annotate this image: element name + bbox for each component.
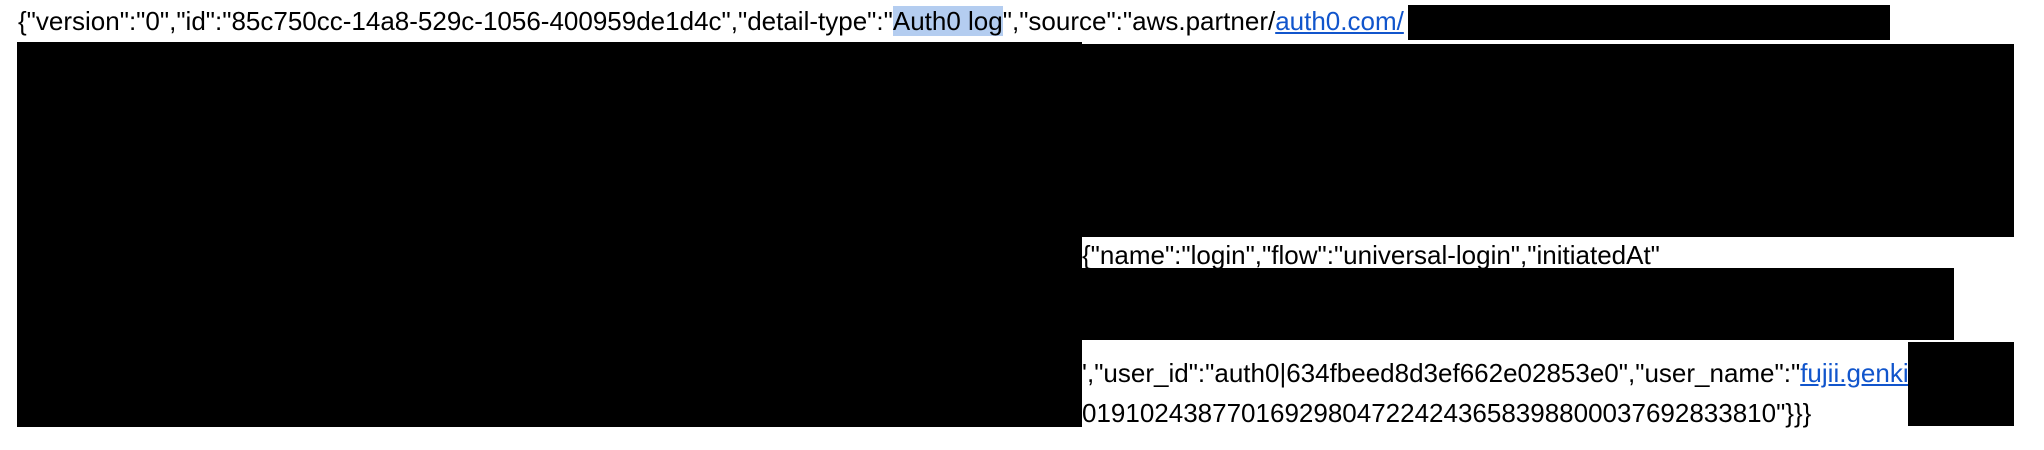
- line2-text: {"name":"login","flow":"universal-login"…: [1082, 240, 1660, 270]
- json-line-2: {"name":"login","flow":"universal-login"…: [1082, 240, 1660, 270]
- json-line-3: ',"user_id":"auth0|634fbeed8d3ef662e0285…: [1082, 358, 1909, 388]
- line3-text: ',"user_id":"auth0|634fbeed8d3ef662e0285…: [1082, 358, 1801, 388]
- redaction-block-large-right: [1082, 44, 2014, 237]
- json-line-1: {"version":"0","id":"85c750cc-14a8-529c-…: [18, 6, 1404, 36]
- line1-middle: ","source":"aws.partner/: [1002, 6, 1276, 36]
- json-line-4: 0191024387701692980472242436583988000376…: [1082, 398, 1811, 428]
- redaction-block-large-left: [17, 42, 1082, 427]
- source-link[interactable]: auth0.com/: [1275, 6, 1404, 36]
- selected-text-detail-type: Auth0 log: [892, 6, 1003, 36]
- line1-prefix: {"version":"0","id":"85c750cc-14a8-529c-…: [18, 6, 893, 36]
- redaction-block-top-right: [1408, 5, 1890, 40]
- line4-text: 0191024387701692980472242436583988000376…: [1082, 398, 1812, 428]
- redaction-block-middle-right: [1082, 268, 1954, 340]
- redaction-block-bottom-right: [1908, 342, 2014, 426]
- user-name-link[interactable]: fujii.genki: [1800, 358, 1909, 388]
